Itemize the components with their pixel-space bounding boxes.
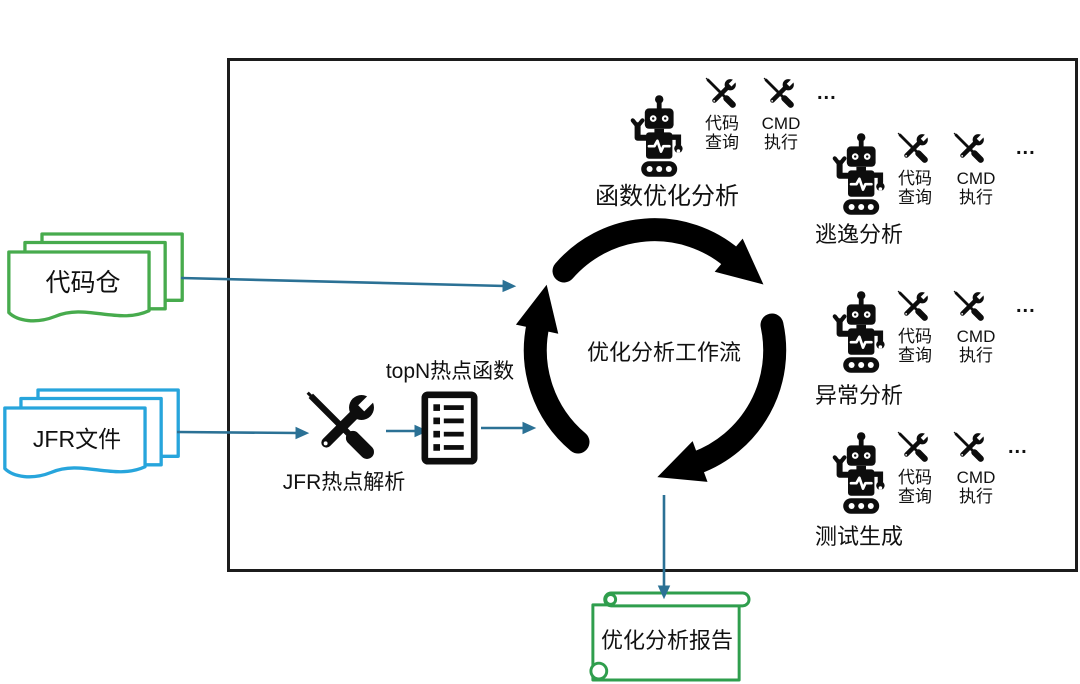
agent3-code-query-tool-icon [898, 289, 931, 317]
agent1-robot-icon [633, 95, 683, 177]
agent1-cmd-exec-label: CMD 执行 [761, 114, 801, 153]
agent2-more-tools-dots: ... [1016, 137, 1036, 159]
jfr-parse-label: JFR热点解析 [282, 471, 406, 494]
agent1-cmd-exec-tool-icon [764, 76, 797, 104]
code-repo-label: 代码仓 [45, 269, 121, 297]
jfr-files-label: JFR文件 [32, 426, 122, 452]
agent4-robot-icon [835, 432, 885, 514]
agent3-cmd-exec-label: CMD 执行 [956, 327, 996, 366]
topn-list-icon [425, 395, 474, 461]
agent4-label: 测试生成 [815, 524, 904, 549]
agent1-more-tools-dots: ... [817, 82, 837, 104]
agent1-label: 函数优化分析 [595, 183, 739, 210]
report-label: 优化分析报告 [600, 628, 733, 653]
agent4-code-query-label: 代码 查询 [898, 468, 932, 507]
agent3-robot-icon [835, 291, 885, 373]
agent3-code-query-label: 代码 查询 [898, 327, 932, 366]
agent3-cmd-exec-tool-icon [954, 289, 987, 317]
agent4-code-query-tool-icon [898, 430, 931, 458]
arrow-jfr-to-parse [176, 426, 310, 440]
agent2-code-query-label: 代码 查询 [898, 169, 932, 208]
arrow-code-repo-to-workflow [180, 276, 517, 293]
flow-arrows [176, 276, 671, 600]
cycle-arc-right [657, 313, 787, 482]
agent1-code-query-label: 代码 查询 [705, 114, 739, 153]
agent2-cmd-exec-tool-icon [954, 131, 987, 159]
agent3-label: 异常分析 [815, 383, 904, 408]
agent2-label: 逃逸分析 [815, 222, 904, 247]
topn-label: topN热点函数 [385, 360, 515, 383]
workflow-center-label: 优化分析工作流 [586, 340, 741, 365]
agent2-cmd-exec-label: CMD 执行 [956, 169, 996, 208]
jfr-parse-tools-icon [308, 389, 381, 452]
cycle-arc-top [552, 218, 764, 285]
cycle-arc-left [515, 284, 590, 454]
workflow-cycle-icon [515, 218, 787, 482]
agent2-robot-icon [835, 133, 885, 215]
agent4-more-tools-dots: ... [1008, 436, 1028, 458]
agent1-code-query-tool-icon [706, 76, 739, 104]
agent2-code-query-tool-icon [898, 131, 931, 159]
agent3-more-tools-dots: ... [1016, 295, 1036, 317]
agent4-cmd-exec-tool-icon [954, 430, 987, 458]
agent4-cmd-exec-label: CMD 执行 [956, 468, 996, 507]
